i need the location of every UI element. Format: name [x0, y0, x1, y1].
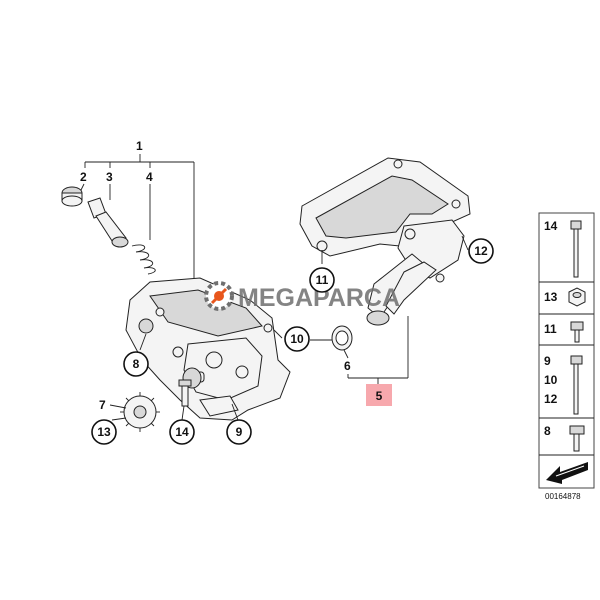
- callout-11: 11: [316, 273, 329, 287]
- callout-6: 6: [344, 359, 351, 373]
- callout-5-highlight: [366, 384, 392, 406]
- callout-circle-8: 8: [123, 333, 149, 377]
- oil-pump-body: [125, 277, 291, 421]
- callout-2: 2: [80, 170, 87, 184]
- callout-circle-10: 10: [273, 326, 332, 352]
- callout-circle-14: 14: [169, 405, 195, 445]
- callout-circle-9: 9: [226, 403, 252, 445]
- callout-9: 9: [236, 425, 243, 439]
- callout-3: 3: [106, 170, 113, 184]
- long-bolt-icon: [570, 220, 582, 278]
- plug-part: [61, 186, 83, 207]
- callout-13: 13: [97, 425, 111, 439]
- legend-panel: 14 13 11 9 10 12 8: [538, 212, 595, 489]
- callout-14: 14: [175, 425, 189, 439]
- legend-row-13: 13: [544, 290, 558, 304]
- short-bolt-icon: [570, 321, 584, 343]
- legend-row-14: 14: [544, 219, 558, 233]
- nut-icon: [568, 287, 586, 307]
- valve-piston-part: [87, 197, 129, 248]
- legend-row-10: 10: [544, 373, 558, 387]
- stud-bolt-icon: [569, 425, 585, 452]
- callout-circle-12: 12: [461, 235, 494, 264]
- direction-arrow-icon: [546, 462, 588, 484]
- callout-7: 7: [99, 398, 106, 412]
- watermark: MEGAPARCA: [204, 281, 400, 312]
- legend-row-11: 11: [544, 322, 557, 336]
- bolt-14-part: [178, 379, 192, 407]
- document-number: 00164878: [545, 492, 581, 501]
- callout-1: 1: [136, 139, 143, 153]
- callout-5: 5: [376, 389, 383, 403]
- callout-1-group: 1: [84, 139, 195, 285]
- sprocket-part: [120, 392, 160, 432]
- callout-circle-11: 11: [309, 250, 335, 293]
- gear-wrench-icon: [204, 281, 234, 311]
- callout-8: 8: [133, 357, 140, 371]
- oil-pickup-assembly: [299, 157, 471, 326]
- legend-row-8: 8: [544, 424, 551, 438]
- callout-4: 4: [146, 170, 153, 184]
- callout-12: 12: [474, 244, 488, 258]
- callout-10: 10: [290, 332, 304, 346]
- seal-ring-part: [331, 325, 353, 351]
- callout-circle-13: 13: [91, 417, 127, 445]
- legend-row-12: 12: [544, 392, 558, 406]
- legend-row-9: 9: [544, 354, 551, 368]
- spring-part: [131, 244, 156, 275]
- callout-5-group: 5: [347, 316, 409, 406]
- medium-bolt-icon: [570, 355, 583, 415]
